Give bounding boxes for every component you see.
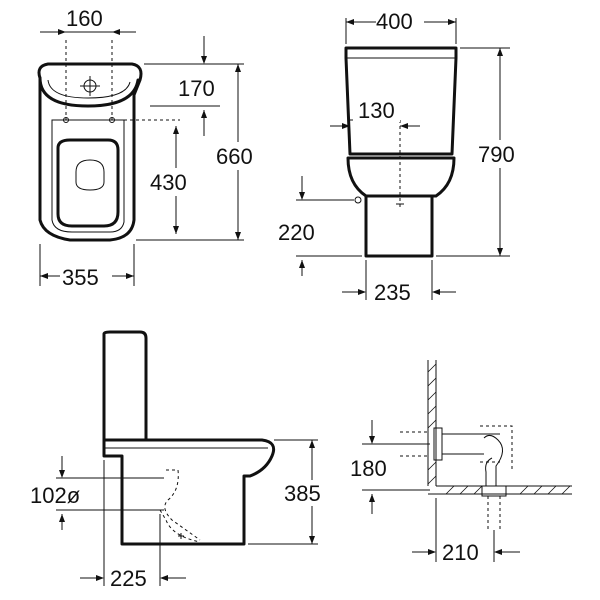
top-view-rim-inner [47,79,131,99]
dim-102: 102ø [30,456,164,530]
dim-label-160: 160 [66,6,103,31]
dim-160: 160 [40,6,136,35]
dim-355: 355 [39,244,135,290]
dim-label-400: 400 [376,9,413,34]
wall-hatch [427,363,571,495]
dim-label-225: 225 [110,566,147,591]
top-view [37,40,180,242]
dim-235: 235 [342,260,456,305]
dim-label-430: 430 [150,170,187,195]
dim-label-790: 790 [478,142,515,167]
front-view-pedestal [364,194,434,258]
dim-790: 790 [436,47,526,257]
dim-430: 430 [136,126,244,241]
side-view-trap [164,469,201,541]
side-view [102,330,276,546]
dim-170: 170 [144,36,244,136]
dim-label-220: 220 [278,220,315,245]
dim-400: 400 [345,8,457,44]
dim-label-235: 235 [374,280,411,305]
side-view-tank [102,330,148,442]
top-view-bowl-opening [75,159,105,191]
fixing-point-icon [63,117,69,123]
top-view-bowl-outline [37,62,143,242]
top-view-seat-outer [51,119,125,233]
dim-660: 660 [214,64,264,240]
top-view-rim [38,76,140,108]
dim-label-210: 210 [442,540,479,565]
dim-225: 225 [80,460,186,591]
dim-label-660: 660 [216,144,253,169]
dim-label-130: 130 [358,98,395,123]
front-view [344,46,458,258]
dim-label-180: 180 [350,456,387,481]
dim-label-385: 385 [284,481,321,506]
dim-180: 180 [350,420,430,514]
top-view-seat-inner [56,138,120,228]
dim-label-102: 102ø [30,483,80,508]
dim-210: 210 [412,498,520,565]
dim-label-170: 170 [178,76,215,101]
side-view-bowl [102,438,276,546]
dim-220: 220 [278,176,362,276]
front-view-bowl [346,156,456,198]
detail-view [400,360,572,530]
dim-130: 130 [330,98,420,129]
dim-label-355: 355 [62,265,99,290]
dim-385: 385 [248,439,332,545]
